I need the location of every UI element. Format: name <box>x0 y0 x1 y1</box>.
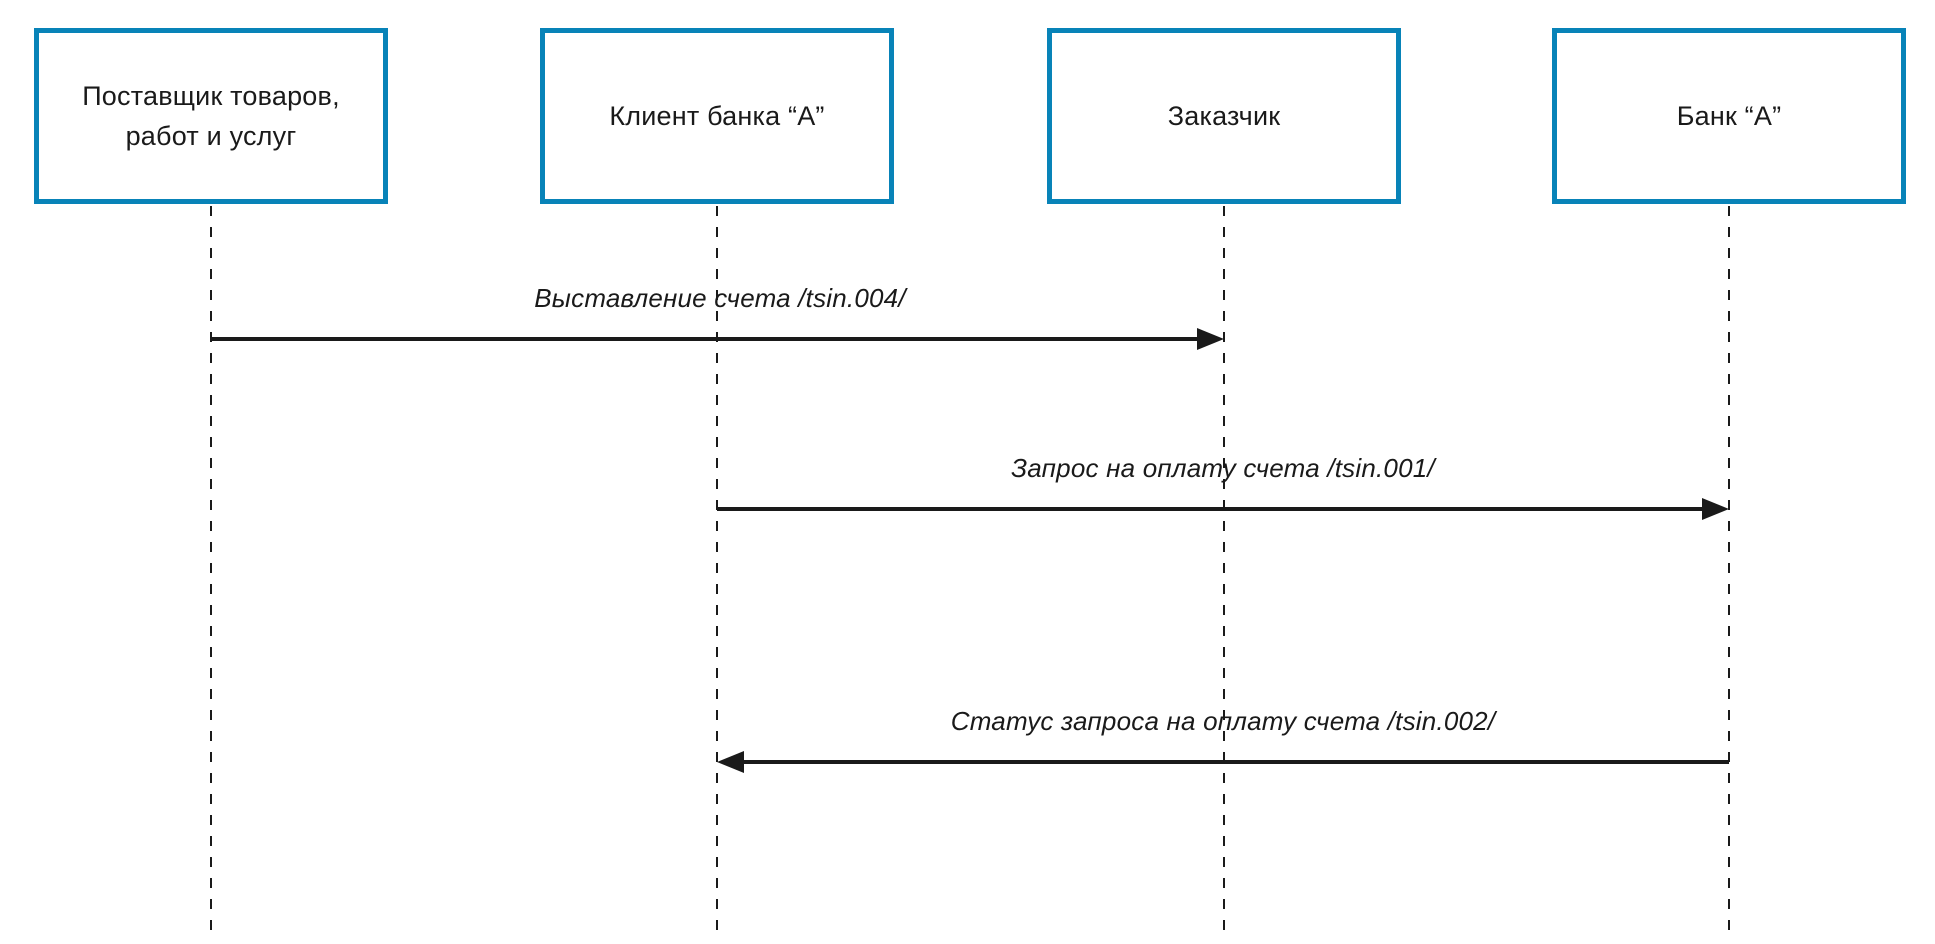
arrowhead-right-icon <box>1197 328 1224 350</box>
actor-box-bank-client: Клиент банка “А” <box>540 28 894 204</box>
message-line-request-status-tsin002 <box>744 760 1729 764</box>
lifeline-bank-a <box>1728 206 1730 930</box>
actor-box-bank-a: Банк “А” <box>1552 28 1906 204</box>
message-label-request-status-tsin002: Статус запроса на оплату счета /tsin.002… <box>950 706 1496 736</box>
message-line-payment-request-tsin001 <box>717 507 1703 511</box>
lifeline-supplier <box>210 206 212 930</box>
message-label-invoice-tsin004: Выставление счета /tsin.004/ <box>534 283 906 313</box>
message-label-payment-request-tsin001: Запрос на оплату счета /tsin.001/ <box>1011 453 1435 483</box>
lifeline-customer <box>1223 206 1225 930</box>
actor-box-customer: Заказчик <box>1047 28 1401 204</box>
lifeline-bank-client <box>716 206 718 930</box>
arrowhead-left-icon <box>717 751 744 773</box>
arrowhead-right-icon <box>1702 498 1729 520</box>
actor-box-supplier: Поставщик товаров, работ и услуг <box>34 28 388 204</box>
message-line-invoice-tsin004 <box>211 337 1198 341</box>
